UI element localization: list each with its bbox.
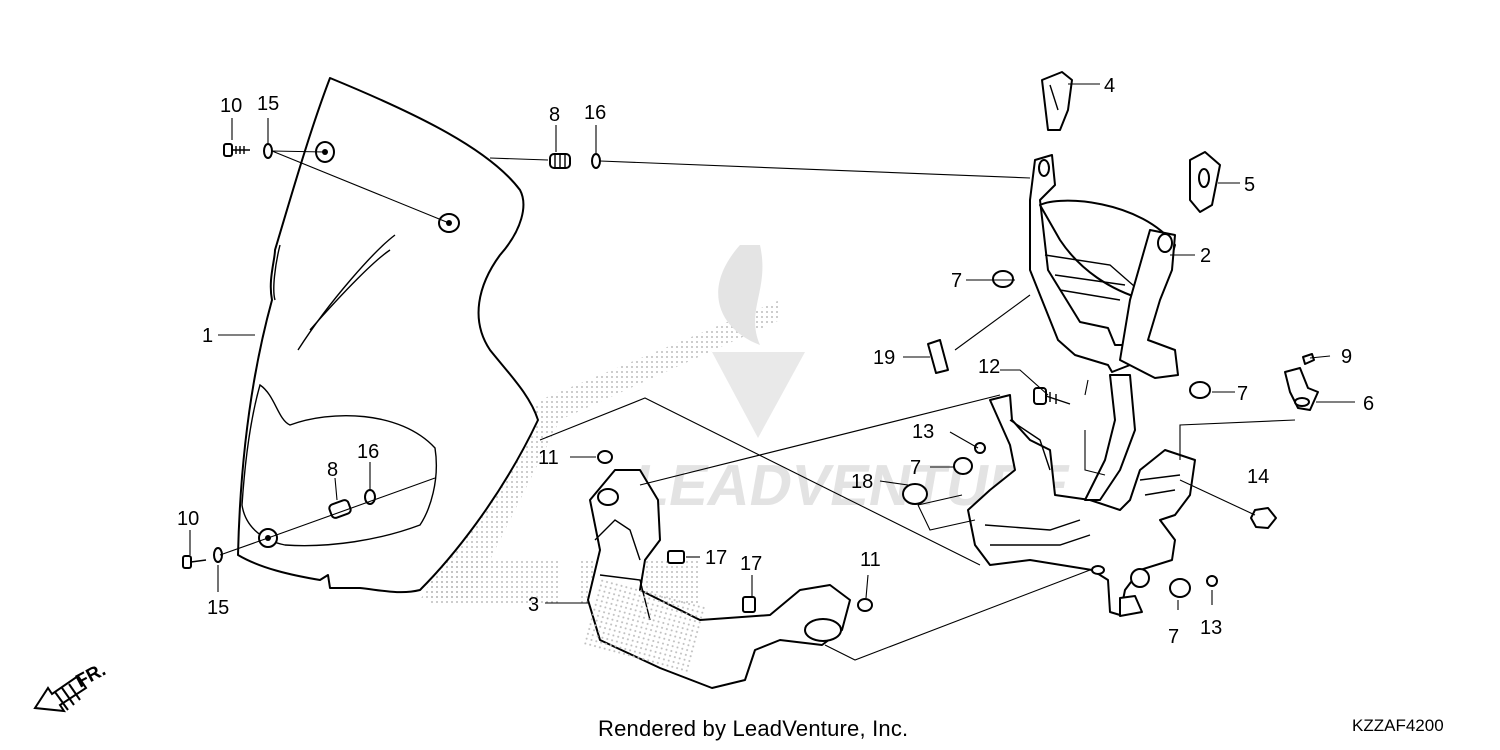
callout-6: 6 bbox=[1363, 393, 1374, 415]
callout-16-lower: 16 bbox=[357, 441, 379, 463]
callout-8-upper: 8 bbox=[549, 104, 560, 126]
washer-16-upper bbox=[591, 153, 601, 169]
callout-10-upper: 10 bbox=[220, 95, 242, 117]
callout-17-a: 17 bbox=[705, 547, 727, 569]
grommet-7-a bbox=[992, 270, 1014, 288]
callout-15-lower: 15 bbox=[207, 597, 229, 619]
render-credit: Rendered by LeadVenture, Inc. bbox=[598, 716, 909, 741]
leader-lines bbox=[189, 83, 1355, 661]
bolt-10-lower bbox=[182, 555, 207, 569]
callout-19: 19 bbox=[873, 347, 895, 369]
bolt-12 bbox=[1033, 387, 1071, 405]
washer-15-lower bbox=[213, 547, 223, 563]
callout-2: 2 bbox=[1200, 245, 1211, 267]
callout-14: 14 bbox=[1247, 466, 1269, 488]
clip-17-a bbox=[667, 550, 685, 564]
nut-14 bbox=[1250, 507, 1277, 529]
callout-11-a: 11 bbox=[538, 447, 559, 469]
clip-bracket-6 bbox=[1284, 367, 1319, 411]
callout-17-b: 17 bbox=[740, 553, 762, 575]
washer-15-upper bbox=[263, 143, 273, 159]
rubber-18 bbox=[902, 483, 928, 505]
screw-13-a bbox=[974, 442, 986, 454]
diagram-code: KZZAF4200 bbox=[1352, 716, 1444, 735]
callout-1: 1 bbox=[202, 325, 213, 347]
callout-12: 12 bbox=[978, 356, 1000, 378]
lower-stay-bracket bbox=[967, 374, 1196, 617]
screw-11-a bbox=[597, 450, 613, 464]
callout-5: 5 bbox=[1244, 174, 1255, 196]
screw-13-b bbox=[1206, 575, 1218, 587]
screw-9 bbox=[1302, 353, 1315, 365]
screw-11-b bbox=[857, 598, 873, 612]
callout-13-a: 13 bbox=[912, 421, 934, 443]
grommet-7-c bbox=[953, 457, 973, 475]
watermark: LEADVENTURE bbox=[420, 245, 1075, 605]
lower-garnish bbox=[582, 469, 851, 689]
windscreen bbox=[237, 77, 539, 594]
collar-8-upper bbox=[549, 153, 571, 169]
callout-11-b: 11 bbox=[860, 549, 881, 571]
callout-4: 4 bbox=[1104, 75, 1115, 97]
grommet-7-d bbox=[1169, 578, 1191, 598]
callout-3: 3 bbox=[528, 594, 539, 616]
callout-18: 18 bbox=[851, 471, 873, 493]
rubber-grommet-5 bbox=[1189, 151, 1221, 213]
bolt-10-upper bbox=[223, 143, 250, 157]
collar-8-lower bbox=[328, 499, 352, 519]
rubber-19 bbox=[927, 339, 949, 374]
callout-13-b: 13 bbox=[1200, 617, 1222, 639]
front-direction-arrow: FR. bbox=[33, 660, 109, 713]
callout-7-d: 7 bbox=[1168, 626, 1179, 648]
clip-17-b bbox=[742, 596, 756, 613]
grommet-7-b bbox=[1189, 381, 1211, 399]
callout-7-a: 7 bbox=[951, 270, 962, 292]
callout-7-b: 7 bbox=[1237, 383, 1248, 405]
callout-labels: 1 2 3 4 5 6 7 7 7 7 8 8 9 10 10 11 11 12… bbox=[177, 75, 1374, 648]
upper-stay-bracket bbox=[1029, 154, 1179, 379]
callout-10-lower: 10 bbox=[177, 508, 199, 530]
callout-7-c: 7 bbox=[910, 457, 921, 479]
callout-15-upper: 15 bbox=[257, 93, 279, 115]
callout-8-lower: 8 bbox=[327, 459, 338, 481]
callout-9: 9 bbox=[1341, 346, 1352, 368]
rubber-grommet-4 bbox=[1041, 71, 1073, 131]
callout-16-upper: 16 bbox=[584, 102, 606, 124]
